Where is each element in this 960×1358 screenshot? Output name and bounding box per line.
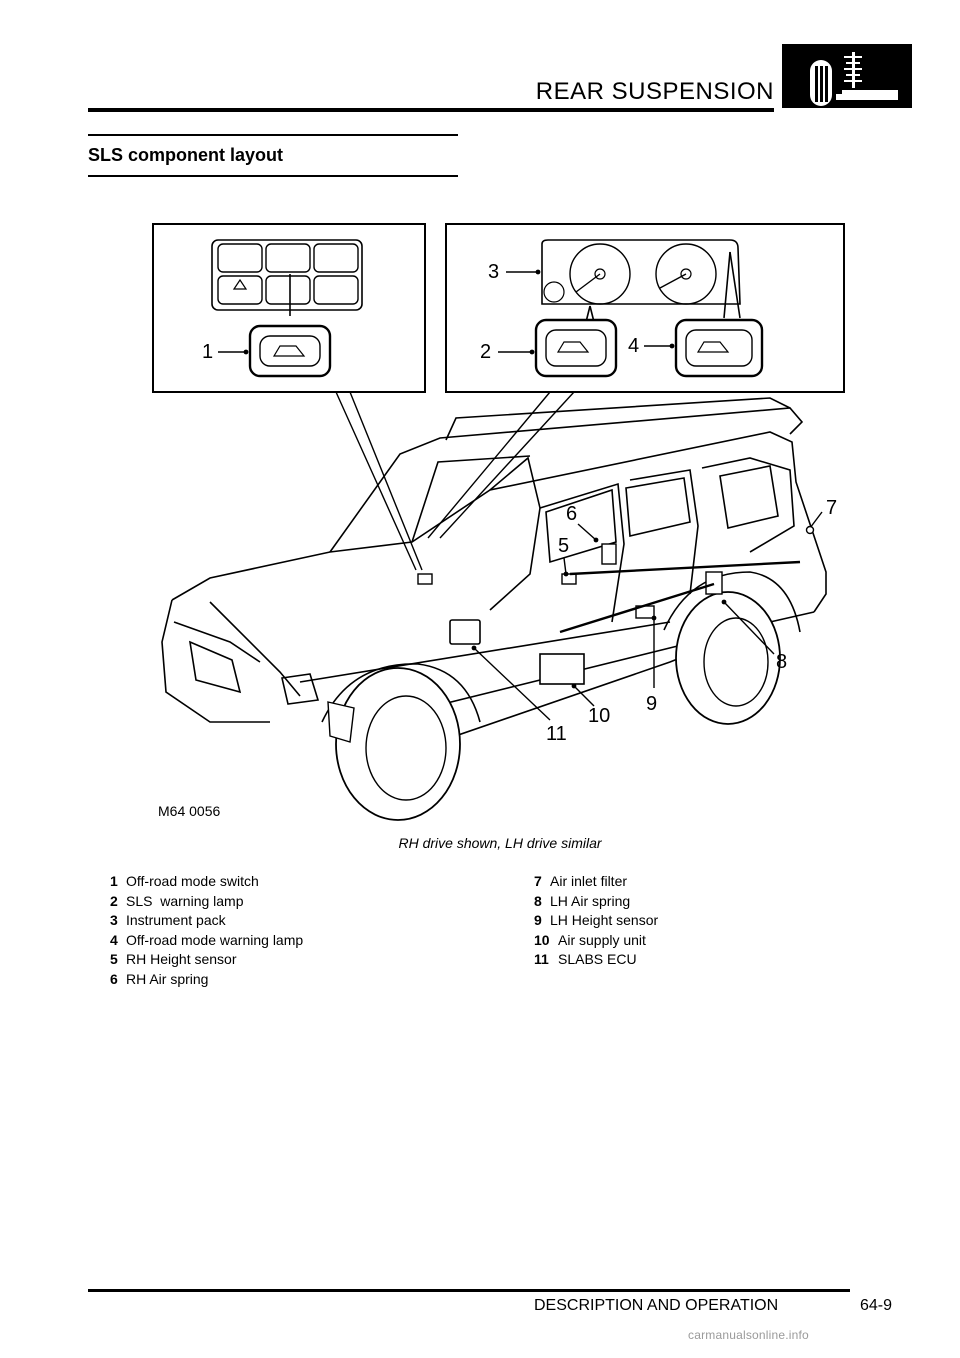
legend-label: SLS warning lamp bbox=[126, 892, 244, 909]
callout-2: 2 bbox=[480, 341, 491, 363]
figure-code: M64 0056 bbox=[158, 803, 220, 819]
legend-number: 6 bbox=[110, 970, 118, 987]
callout-4: 4 bbox=[628, 335, 639, 357]
legend-item: 9 LH Height sensor bbox=[534, 911, 658, 931]
section-rule-top bbox=[88, 134, 458, 136]
footer-rule bbox=[88, 1289, 850, 1292]
section-title: SLS component layout bbox=[88, 145, 284, 165]
legend-item: 4 Off-road mode warning lamp bbox=[110, 931, 303, 951]
component-layout-figure: 1 3 2 4 bbox=[150, 222, 850, 832]
legend-item: 6 RH Air spring bbox=[110, 970, 303, 990]
legend-number: 9 bbox=[534, 912, 542, 928]
legend-right-column: 7 Air inlet filter 8 LH Air spring 9 LH Hei… bbox=[534, 872, 658, 970]
legend-label: SLABS ECU bbox=[558, 951, 637, 967]
legend-number: 7 bbox=[534, 873, 542, 889]
legend-label: Air supply unit bbox=[558, 931, 646, 948]
legend-label: Off-road mode warning lamp bbox=[126, 931, 304, 948]
callout-10: 10 bbox=[588, 705, 610, 727]
watermark[interactable]: carmanualsonline.info bbox=[688, 1328, 809, 1342]
legend-item: 2 SLS warning lamp bbox=[110, 892, 303, 912]
legend-label: Off-road mode switch bbox=[126, 873, 259, 889]
callout-11: 11 bbox=[546, 723, 567, 745]
legend-label: RH Air spring bbox=[126, 970, 209, 987]
legend-item: 10 Air supply unit bbox=[534, 931, 658, 951]
legend-label: LH Air spring bbox=[550, 892, 631, 909]
suspension-logo bbox=[782, 44, 912, 108]
suspension-icon bbox=[782, 44, 912, 108]
section-rule-bottom bbox=[88, 175, 458, 177]
legend-item: 1 Off-road mode switch bbox=[110, 872, 303, 892]
callout-7: 7 bbox=[826, 497, 837, 519]
figure-caption: RH drive shown, LH drive similar bbox=[398, 835, 602, 851]
legend-number: 3 bbox=[110, 912, 118, 928]
callout-9: 9 bbox=[646, 693, 657, 715]
legend-item: 3 Instrument pack bbox=[110, 911, 303, 931]
page-number: 64-9 bbox=[860, 1297, 893, 1314]
legend-number: 2 bbox=[110, 892, 118, 909]
legend-item: 11 SLABS ECU bbox=[534, 950, 658, 970]
legend-label: LH Height sensor bbox=[550, 912, 659, 928]
legend-item: 5 RH Height sensor bbox=[110, 950, 303, 970]
legend-item: 7 Air inlet filter bbox=[534, 872, 658, 892]
legend-label: Air inlet filter bbox=[550, 873, 628, 889]
legend-item: 8 LH Air spring bbox=[534, 892, 658, 912]
legend-number: 10 bbox=[534, 931, 550, 948]
page-header-title: REAR SUSPENSION bbox=[535, 78, 774, 105]
legend-number: 1 bbox=[110, 873, 118, 889]
callout-3: 3 bbox=[488, 261, 499, 283]
callout-8: 8 bbox=[776, 651, 787, 673]
footer-section-title: DESCRIPTION AND OPERATION bbox=[534, 1297, 779, 1314]
legend-label: Instrument pack bbox=[126, 912, 226, 928]
legend-number: 8 bbox=[534, 892, 542, 909]
legend-label: RH Height sensor bbox=[126, 951, 237, 967]
callout-5: 5 bbox=[558, 535, 569, 557]
callout-1: 1 bbox=[202, 341, 213, 363]
header-rule bbox=[88, 108, 774, 112]
callout-6: 6 bbox=[566, 503, 577, 525]
legend-number: 4 bbox=[110, 931, 118, 948]
legend-number: 11 bbox=[534, 951, 549, 967]
legend-number: 5 bbox=[110, 951, 118, 967]
vehicle-diagram: 1 3 2 4 bbox=[152, 223, 845, 821]
